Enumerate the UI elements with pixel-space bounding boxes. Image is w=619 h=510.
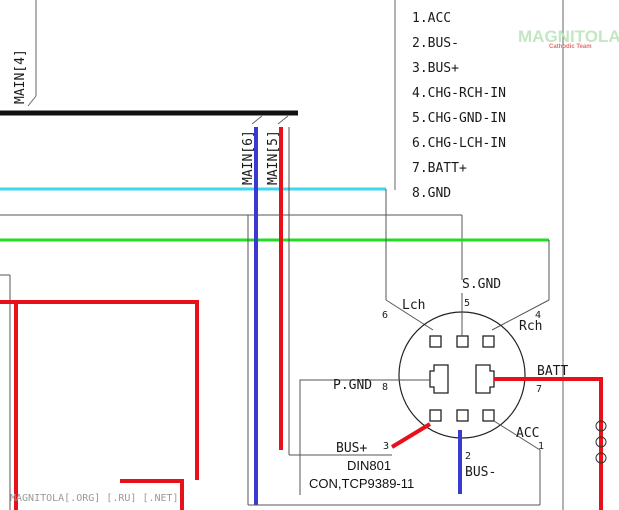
label-busm: BUS- [465, 465, 496, 480]
watermark-logo-sub: Cathodic Team [549, 44, 592, 50]
terminal-circle-2 [595, 436, 607, 448]
label-pin2: 2 [465, 451, 471, 462]
pin-5-square [456, 335, 469, 348]
label-pin3: 3 [383, 441, 389, 452]
pin-2-square [456, 409, 469, 422]
bus-stub-main6 [251, 115, 263, 125]
bus-label-main6: MAIN[6] [241, 130, 256, 185]
pin-list-item: 2.BUS- [412, 36, 459, 51]
bus-stub-main5 [277, 115, 289, 125]
pin-list-item: 8.GND [412, 186, 451, 201]
bus-label-main5: MAIN[5] [266, 130, 281, 185]
label-pin6: 6 [382, 310, 388, 321]
label-pin5: 5 [464, 298, 470, 309]
watermark-footer: MAGNITOLA[.ORG] [.RU] [.NET] [10, 493, 179, 504]
pin-list-item: 3.BUS+ [412, 61, 459, 76]
pin-4-square [482, 335, 495, 348]
bus-label-main4: MAIN[4] [13, 49, 28, 104]
connector-part: CON,TCP9389-11 [309, 476, 414, 491]
label-pin4: 4 [535, 310, 541, 321]
watermark-logo: MAGNITOLA [518, 27, 619, 46]
pin-1-square [482, 409, 495, 422]
label-acc: ACC [516, 426, 539, 441]
wire-red-left-loop [0, 300, 199, 480]
wire-red-bottom [120, 479, 184, 510]
label-pin7: 7 [536, 384, 542, 395]
wire-thin-acc-diag [493, 420, 541, 451]
label-rch: Rch [519, 319, 542, 334]
label-busp: BUS+ [336, 441, 367, 456]
label-pgnd: P.GND [333, 378, 372, 393]
terminal-circle-3 [595, 452, 607, 464]
pin-7-shape [475, 364, 495, 394]
pin-list-item: 6.CHG-LCH-IN [412, 136, 506, 151]
bus-stub-main4 [27, 95, 37, 107]
label-sgnd: S.GND [462, 277, 501, 292]
label-pin8: 8 [382, 382, 388, 393]
wire-thin-pgnd [299, 379, 398, 495]
wire-red-batt [494, 377, 603, 510]
pin-8-shape [429, 364, 449, 394]
pin-3-square [429, 409, 442, 422]
label-batt: BATT [537, 364, 568, 379]
label-pin1: 1 [538, 441, 544, 452]
bus-label-main4-group: MAIN[4] [13, 49, 28, 104]
pin-list-item: 4.CHG-RCH-IN [412, 86, 506, 101]
wire-thin-lch-diag [385, 299, 434, 331]
pin-list-item: 5.CHG-GND-IN [412, 111, 506, 126]
wire-thin-rch-diag [491, 299, 550, 331]
pin-6-square [429, 335, 442, 348]
terminal-circle-1 [595, 420, 607, 432]
pin-list-item: 7.BATT+ [412, 161, 467, 176]
pin-list-item: 1.ACC [412, 11, 451, 26]
label-lch: Lch [402, 298, 425, 313]
wire-red-busp [390, 422, 432, 449]
connector-ref: DIN801 [347, 458, 391, 473]
